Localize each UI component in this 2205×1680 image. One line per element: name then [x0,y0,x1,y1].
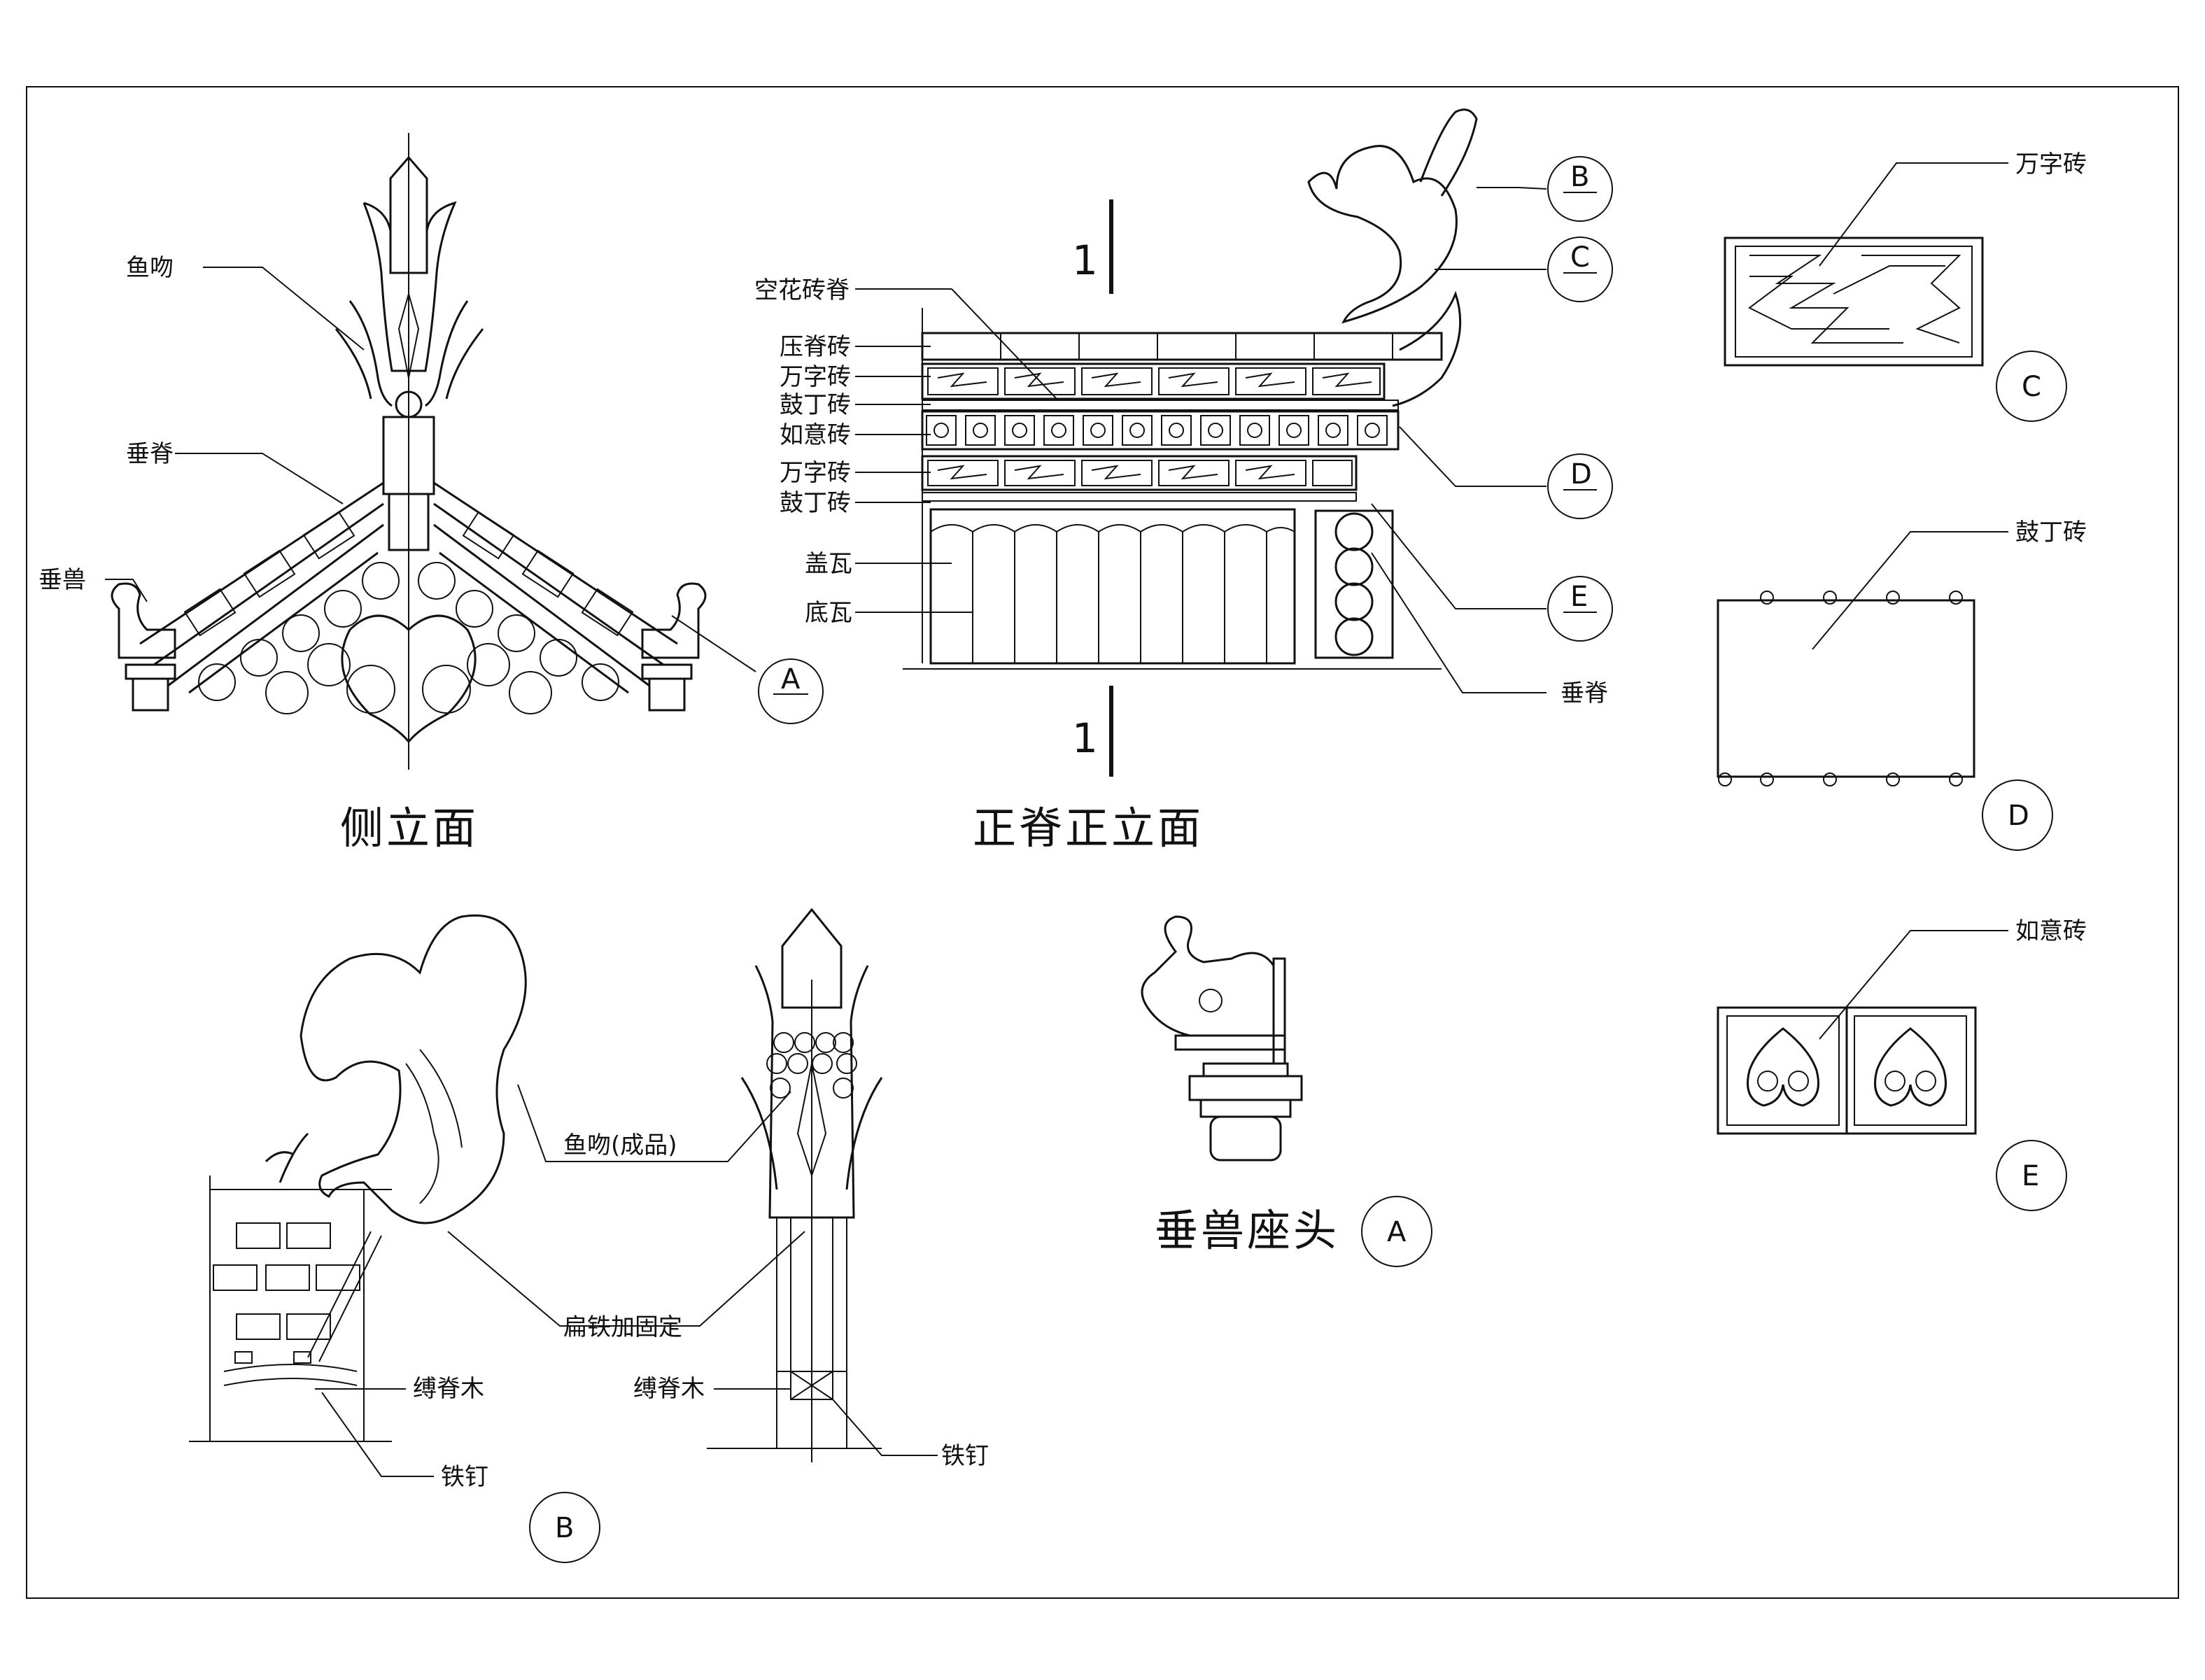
marker-b-detail-label: B [555,1512,574,1544]
marker-b-label: B [1570,161,1589,193]
drawing-border [26,86,2179,1599]
ridge-beast-right [641,582,707,712]
marker-b-circle [1547,156,1613,222]
label-cap-brick: 压脊砖 [780,333,851,361]
marker-a-circle [758,658,824,724]
marker-c-detail-circle [1996,351,2067,422]
label-binding-wood-2: 缚脊木 [633,1375,705,1403]
marker-d-detail-circle [1982,779,2053,851]
title-ridge-beast-base: 垂兽座头 [1155,1205,1339,1256]
side-elevation: 鱼吻 垂脊 垂兽 A 侧立面 [38,133,824,854]
detail-a-ridge-beast-base: 垂兽座头 A [1141,915,1432,1267]
title-front-elevation: 正脊正立面 [973,803,1204,854]
marker-e-circle [1547,576,1613,642]
label-guding-brick-2: 鼓丁砖 [780,489,851,517]
label-wanzi-brick-2: 万字砖 [780,459,851,487]
label-guding-brick-detail: 鼓丁砖 [2015,518,2087,546]
marker-c-detail-label: C [2022,371,2041,403]
marker-e-detail-label: E [2022,1160,2039,1192]
marker-a-detail-circle [1361,1196,1432,1267]
marker-b-detail-circle [529,1492,600,1563]
label-openwork-ridge: 空花砖脊 [754,276,850,304]
marker-c-circle [1547,237,1613,302]
ridge-beast-left [111,582,176,712]
detail-c-wanzi-brick: 万字砖 C [1724,150,2087,422]
front-fish-finial [1307,145,1458,324]
detail-e-ruyi-brick: 如意砖 E [1717,917,2087,1211]
label-hip-ridge: 垂脊 [126,440,174,468]
marker-c-label: C [1570,241,1590,274]
label-flat-iron: 扁铁加固定 [563,1313,682,1341]
label-wanzi-brick-1: 万字砖 [780,363,851,391]
marker-e-label: E [1570,581,1588,613]
label-fish-finial-finished: 鱼吻(成品) [563,1131,677,1159]
detail-d-guding-brick: 鼓丁砖 D [1717,518,2087,851]
label-binding-wood-1: 缚脊木 [413,1375,484,1403]
section-number-bottom: 1 [1072,714,1098,762]
marker-d-circle [1547,453,1613,519]
label-fish-finial: 鱼吻 [126,254,174,282]
marker-d-detail-label: D [2008,800,2029,832]
label-iron-nail-2: 铁钉 [941,1442,989,1470]
marker-e-detail-circle [1996,1140,2067,1211]
hip-ridge-left [139,481,384,694]
front-elevation: 1 1 [754,108,1613,854]
detail-b-fish-finial: 鱼吻(成品) 扁铁加固定 缚脊木 铁钉 缚脊木 铁钉 B [189,908,989,1563]
hip-ridge-right [433,481,678,694]
label-ridge-beast: 垂兽 [38,566,86,594]
label-ruyi-brick: 如意砖 [780,421,851,449]
label-wanzi-brick-detail: 万字砖 [2015,150,2087,178]
label-ruyi-brick-detail: 如意砖 [2015,917,2087,945]
label-hip-ridge-front: 垂脊 [1561,679,1608,707]
title-side-elevation: 侧立面 [340,803,479,854]
marker-a-detail-label: A [1387,1216,1407,1248]
marker-a-label: A [781,663,801,696]
label-cover-tile: 盖瓦 [805,550,852,578]
marker-d-label: D [1570,458,1592,490]
label-guding-brick-1: 鼓丁砖 [780,391,851,419]
section-number-top: 1 [1072,237,1098,284]
label-iron-nail-1: 铁钉 [441,1463,488,1491]
label-bottom-tile: 底瓦 [805,599,852,627]
